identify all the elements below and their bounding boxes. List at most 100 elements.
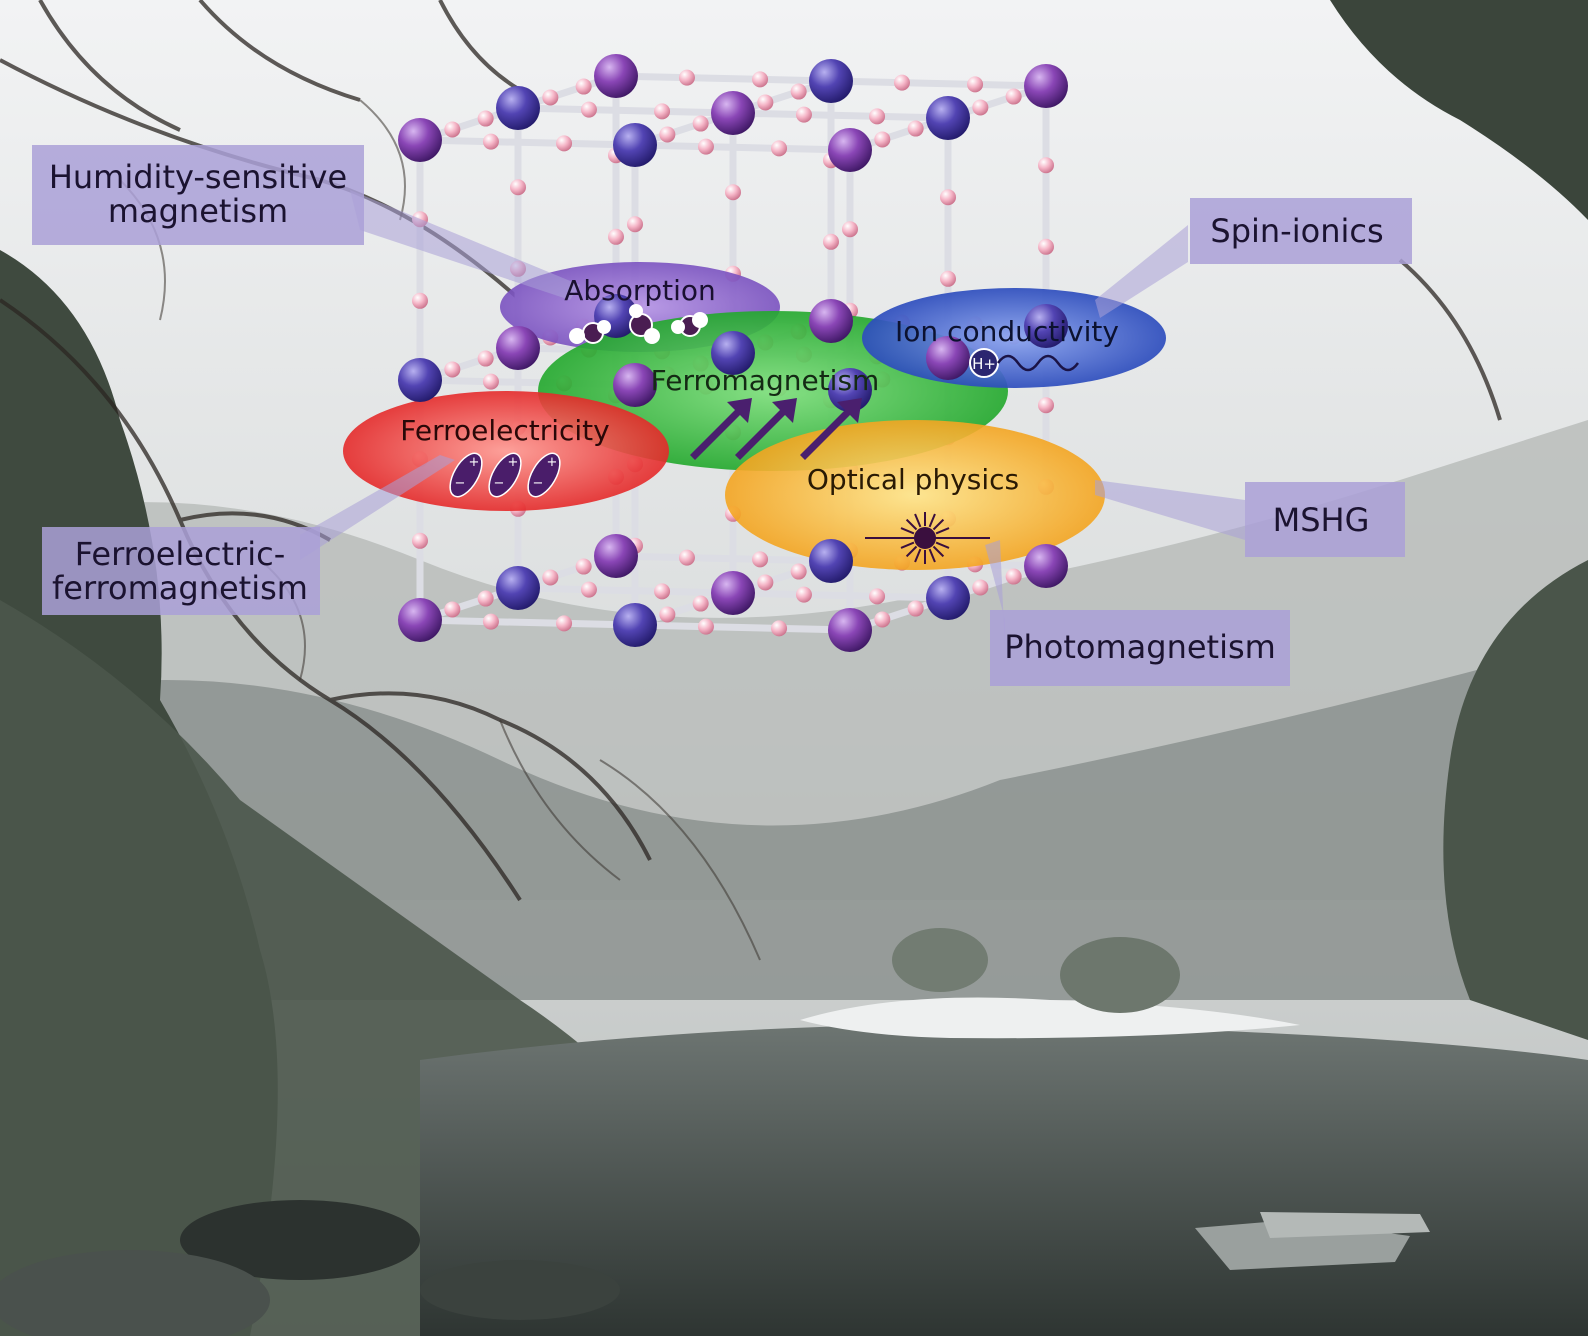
ferroelectric-label-line2: ferromagnetism (52, 569, 308, 607)
ferroelectric-label-line1: Ferroelectric- (75, 535, 286, 573)
small-atom (556, 135, 573, 152)
big-atom (828, 128, 872, 172)
small-atom (940, 270, 956, 287)
big-atom (594, 54, 638, 98)
light-ray (935, 541, 950, 549)
small-atom (482, 133, 499, 150)
small-atom (874, 611, 891, 628)
light-ray (914, 513, 922, 528)
ferromagnetism-text: Ferromagnetism (651, 364, 880, 397)
big-atom (613, 363, 657, 407)
lattice-rod (631, 621, 854, 634)
light-ray (900, 527, 915, 535)
small-atom (575, 558, 592, 575)
small-atom (678, 69, 695, 86)
svg-text:−: − (533, 476, 544, 491)
small-atom (482, 613, 499, 630)
big-atom (398, 598, 442, 642)
big-atom (809, 59, 853, 103)
lattice-rod (827, 77, 1050, 90)
small-atom (771, 620, 788, 637)
light-burst-icon (865, 512, 990, 564)
small-atom (412, 532, 428, 549)
light-ray (900, 541, 915, 549)
small-atom (725, 184, 741, 201)
small-atom (510, 179, 526, 196)
lattice-rod (612, 552, 835, 565)
lattice-big-atoms (398, 54, 1068, 652)
lattice-rod (729, 109, 952, 122)
small-atom (482, 373, 499, 390)
small-atom (412, 292, 428, 309)
big-atom (398, 358, 442, 402)
light-ray (932, 518, 945, 531)
photomagnetism-label: Photomagnetism (1004, 628, 1276, 666)
big-atom (613, 603, 657, 647)
svg-text:+: + (469, 455, 480, 470)
small-atom (795, 106, 812, 123)
callout-pointers (300, 190, 1245, 650)
big-atom (828, 608, 872, 652)
big-atom (496, 566, 540, 610)
small-atom (757, 574, 774, 591)
big-atom (926, 96, 970, 140)
small-atom (795, 586, 812, 603)
svg-text:−: − (494, 476, 505, 491)
small-atom (972, 99, 989, 116)
small-atom (692, 595, 709, 612)
light-ray (932, 545, 945, 558)
small-atom (580, 101, 597, 118)
ion-symbol: H+ (972, 355, 996, 373)
big-atom (496, 86, 540, 130)
small-atom (874, 131, 891, 148)
big-atom (809, 299, 853, 343)
small-atom (790, 83, 807, 100)
big-atom (1024, 544, 1068, 588)
small-atom (659, 126, 676, 143)
small-atom (790, 563, 807, 580)
small-atom (823, 233, 839, 250)
water-molecule-icon (569, 304, 708, 344)
small-atom (678, 549, 695, 566)
small-atom (967, 76, 984, 93)
spin-ionics-label: Spin-ionics (1210, 212, 1383, 250)
big-atom (809, 539, 853, 583)
mshg-label: MSHG (1273, 501, 1370, 539)
big-atom (1024, 64, 1068, 108)
small-atom (757, 94, 774, 111)
lattice-rod (631, 141, 854, 154)
small-atom (907, 600, 924, 617)
small-atom (842, 221, 858, 238)
humidity-label-line2: magnetism (108, 192, 288, 230)
small-atom (1038, 157, 1054, 174)
small-atom (444, 121, 461, 138)
svg-text:+: + (508, 455, 519, 470)
big-atom (398, 118, 442, 162)
small-atom (542, 569, 559, 586)
small-atom (580, 581, 597, 598)
lattice-rod (514, 104, 737, 117)
svg-text:−: − (455, 476, 466, 491)
absorption-text: Absorption (564, 274, 716, 307)
big-atom (711, 91, 755, 135)
lattice-rod (416, 136, 639, 149)
light-ray (935, 527, 950, 535)
big-atom (594, 534, 638, 578)
ferroelectricity-text: Ferroelectricity (400, 414, 609, 447)
light-ray (928, 513, 936, 528)
small-atom (692, 115, 709, 132)
small-atom (893, 74, 910, 91)
small-atom (608, 228, 624, 245)
big-atom (926, 336, 970, 380)
small-atom (752, 71, 769, 88)
small-atom (940, 189, 956, 206)
small-atom (1038, 397, 1054, 414)
callout-labels (32, 145, 1412, 686)
big-atom (711, 571, 755, 615)
svg-text:+: + (547, 455, 558, 470)
small-atom (654, 103, 671, 120)
optical-physics-text: Optical physics (807, 463, 1019, 496)
lattice-rod (416, 616, 639, 629)
small-atom (444, 361, 461, 378)
